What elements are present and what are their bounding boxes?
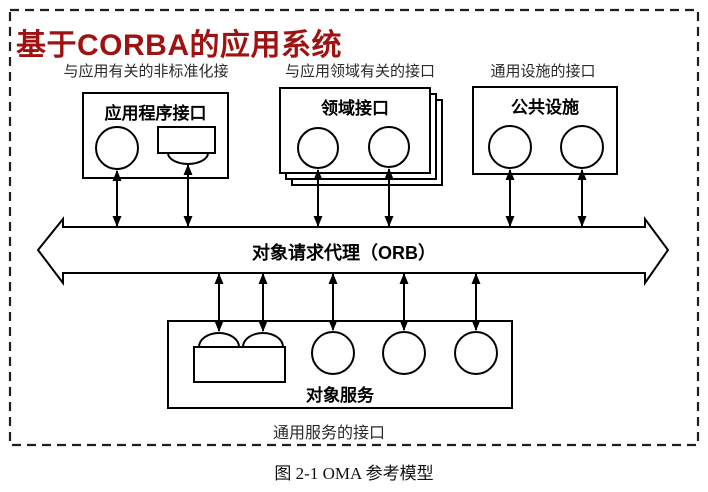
orb-band-label: 对象请求代理（ORB） <box>252 243 436 263</box>
services-box-label: 对象服务 <box>306 386 374 405</box>
facilities-box-label: 公共设施 <box>511 98 579 117</box>
domain-object-circle-2 <box>368 126 410 168</box>
services-circle-1 <box>311 331 355 375</box>
services-circle-2 <box>382 331 426 375</box>
domain-box-label: 领域接口 <box>321 99 389 118</box>
label-domain-interface: 与应用领域有关的接口 <box>284 64 435 80</box>
application-box-label: 应用程序接口 <box>104 104 207 123</box>
application-object-dome <box>166 152 210 165</box>
label-facility-interface: 通用设施的接口 <box>490 64 596 80</box>
label-app-interface: 与应用有关的非标准化接 <box>63 64 229 80</box>
application-object-rect <box>157 126 216 154</box>
services-rect <box>193 346 286 383</box>
domain-object-circle-1 <box>297 127 339 169</box>
facilities-object-circle-1 <box>488 125 532 169</box>
orb-band <box>36 215 670 287</box>
facilities-object-circle-2 <box>560 125 604 169</box>
application-object-circle <box>95 126 139 170</box>
dashed-border <box>8 8 700 447</box>
figure-caption: 图 2-1 OMA 参考模型 <box>274 464 434 483</box>
services-dome-2 <box>241 332 285 348</box>
services-circle-3 <box>454 331 498 375</box>
services-dome-1 <box>197 332 241 348</box>
page-title: 基于CORBA的应用系统 <box>16 29 342 62</box>
label-services-interface: 通用服务的接口 <box>272 425 385 442</box>
